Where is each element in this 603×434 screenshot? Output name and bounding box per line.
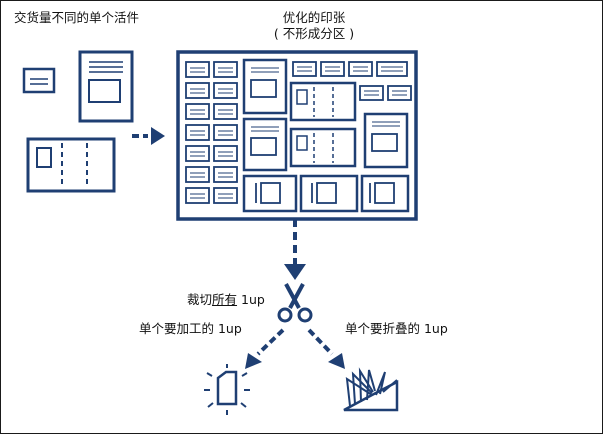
cut-underlined: 所有 (212, 292, 238, 307)
cut-all-label: 裁切所有 1up (187, 292, 265, 308)
processed-part-icon (204, 364, 250, 415)
folded-brochure-icon (26, 137, 116, 193)
imposed-sheet-label: 优化的印张 ( 不形成分区 ) (258, 10, 370, 42)
cut-suffix: 1up (237, 292, 265, 307)
cut-to-finish-arrow (245, 328, 285, 369)
folded-booklet-icon (343, 367, 399, 412)
imposed-sheet-subtitle: ( 不形成分区 ) (273, 26, 355, 41)
small-label-icon (22, 67, 56, 94)
scissors-icon (277, 283, 313, 323)
imposed-sheet-icon (176, 50, 418, 221)
finish-label: 单个要加工的 1up (139, 321, 242, 336)
deliverables-label: 交货量不同的单个活件 (14, 10, 140, 25)
poster-icon (78, 50, 134, 123)
items-to-sheet-arrow (132, 127, 165, 145)
cut-prefix: 裁切 (187, 292, 213, 307)
fold-label: 单个要折叠的 1up (345, 321, 448, 336)
imposed-sheet-title: 优化的印张 (282, 10, 346, 25)
sheet-to-cut-arrow (284, 219, 306, 280)
cut-to-fold-arrow (307, 328, 345, 369)
